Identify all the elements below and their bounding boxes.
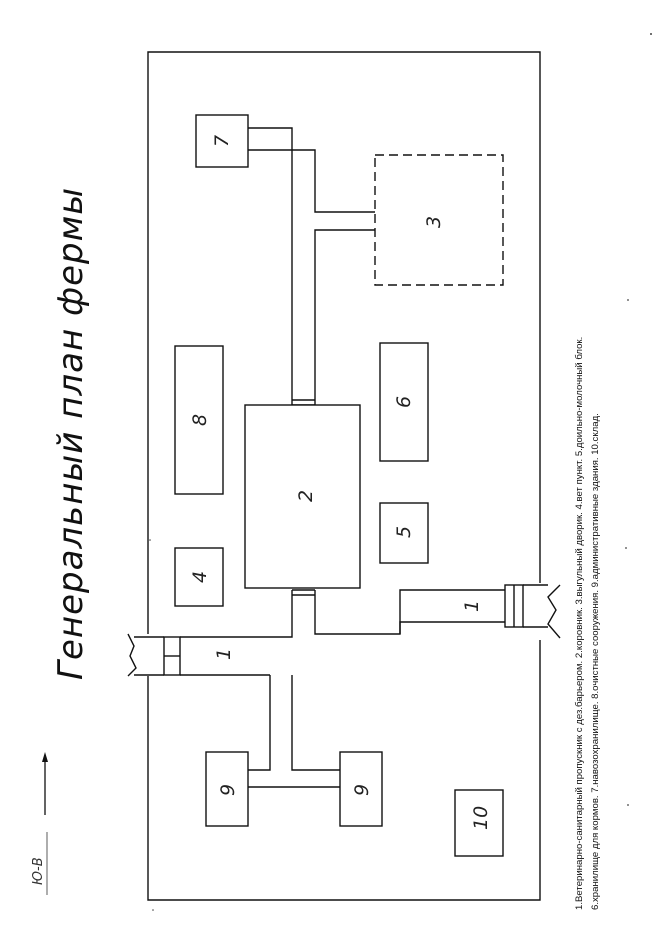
tree-icon [367,595,386,621]
tree-icon [471,521,490,547]
tree-icon [471,307,490,333]
sanitary-checkpoint-right [504,584,561,639]
label-10: 10 [470,806,492,830]
legend-line-1: 1.Ветеринарно-санитарный пропускник с де… [574,337,585,910]
tree-icon [259,821,278,847]
tree-icon [239,347,258,373]
label-1-left: 1 [213,648,235,660]
plan-title: Генеральный план фермы [51,187,91,680]
direction-label: Ю-В [31,857,46,885]
building-9-admin-a [205,751,249,827]
label-9-b: 9 [351,784,373,796]
label-9-a: 9 [217,784,239,796]
building-10-warehouse [454,789,504,857]
legend-line-2: 6.хранилище для кормов. 7.навозохранилищ… [590,413,601,910]
building-7-manure-storage [195,114,249,168]
building-4-vet-station [174,547,224,607]
tree-icon [401,821,420,847]
site-boundary [147,51,541,901]
building-8-treatment-facility [174,345,224,495]
building-5-milking-block [379,502,429,564]
building-2-cow-barn [244,404,361,589]
sanitary-checkpoint-left [127,633,181,677]
label-1-right: 1 [461,600,483,612]
label-6: 6 [393,396,415,408]
label-2: 2 [295,490,317,502]
direction-arrow-icon [42,752,48,815]
building-3-walking-yard [374,154,504,286]
label-8: 8 [189,414,211,426]
building-9-admin-b [339,751,383,827]
label-4: 4 [189,571,211,583]
label-5: 5 [393,526,415,538]
internal-roads [180,127,505,788]
label-3: 3 [423,216,445,228]
label-7: 7 [211,135,233,147]
building-6-feed-storage [379,342,429,462]
